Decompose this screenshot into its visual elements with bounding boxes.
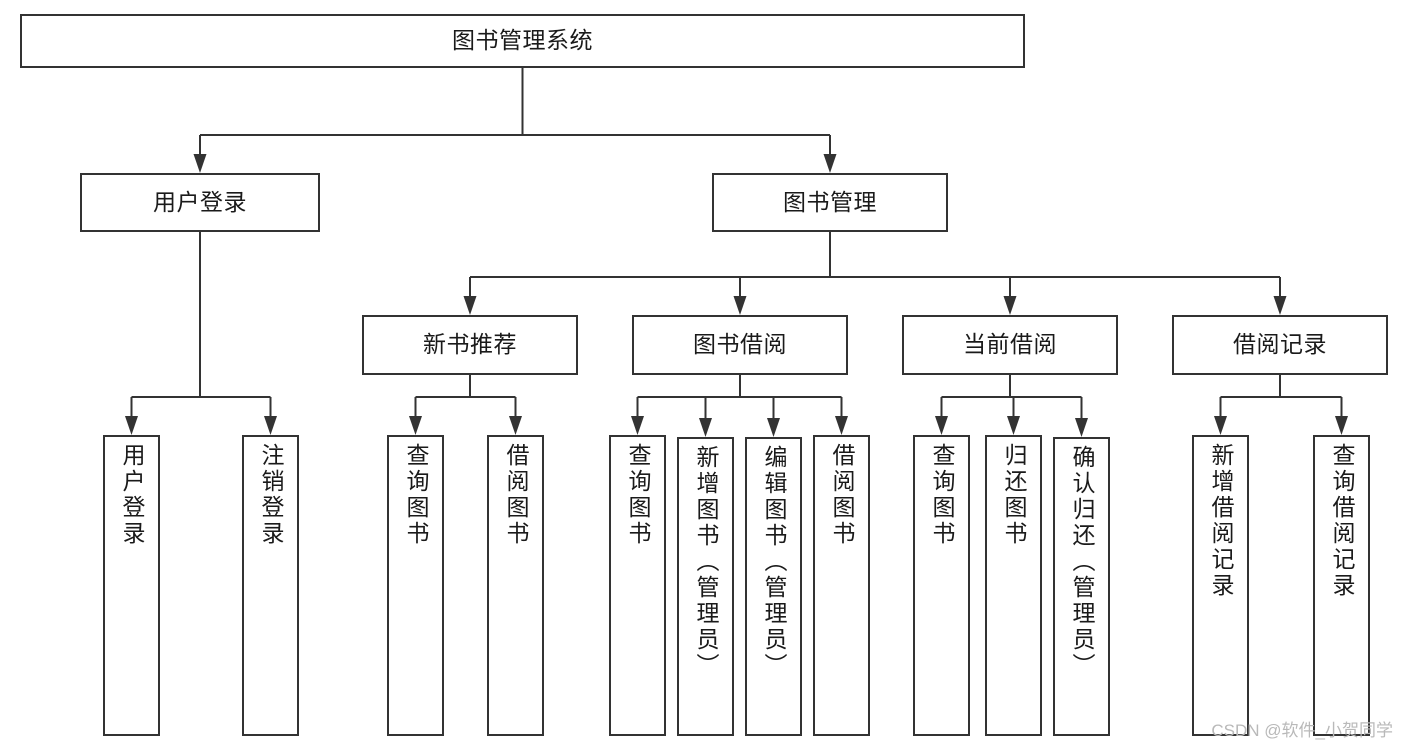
arrowhead-l-bo-lend [835,416,848,435]
node-label-l-logout: 注销登录 [258,443,284,547]
arrowhead-l-re-query [1335,416,1348,435]
node-label-l-cu-return: 归还图书 [1001,443,1027,547]
node-box-l-nb-borrow[interactable]: 借阅图书 [487,435,544,736]
node-box-l-cu-confirm[interactable]: 确认归还（管理员） [1053,437,1110,736]
node-box-l-cu-query[interactable]: 查询图书 [913,435,970,736]
arrowhead-l-bo-edit [767,418,780,437]
node-box-l-logout[interactable]: 注销登录 [242,435,299,736]
node-box-l-nb-query[interactable]: 查询图书 [387,435,444,736]
node-label-l-nb-borrow: 借阅图书 [503,443,529,547]
arrowhead-bookmgmt [823,154,837,173]
arrowhead-l-nb-borrow [509,416,522,435]
arrowhead-newbook [463,296,477,315]
node-label-bookmgmt: 图书管理 [783,188,877,215]
node-label-records: 借阅记录 [1233,331,1327,358]
arrowhead-l-bo-add [699,418,712,437]
arrowhead-l-bo-query [631,416,644,435]
arrowhead-l-cu-return [1007,416,1020,435]
arrowhead-l-login [125,416,138,435]
node-box-bookmgmt[interactable]: 图书管理 [712,173,948,232]
node-box-l-bo-lend[interactable]: 借阅图书 [813,435,870,736]
node-label-l-bo-add: 新增图书（管理员） [693,445,719,679]
node-label-l-nb-query: 查询图书 [403,443,429,547]
node-box-l-bo-query[interactable]: 查询图书 [609,435,666,736]
node-label-root: 图书管理系统 [452,27,593,54]
node-box-login[interactable]: 用户登录 [80,173,320,232]
node-box-l-re-query[interactable]: 查询借阅记录 [1313,435,1370,736]
arrowhead-l-re-add [1214,416,1227,435]
node-label-l-re-query: 查询借阅记录 [1329,443,1355,599]
arrowhead-login [193,154,207,173]
node-box-borrow[interactable]: 图书借阅 [632,315,848,375]
node-box-current[interactable]: 当前借阅 [902,315,1118,375]
node-box-newbook[interactable]: 新书推荐 [362,315,578,375]
node-box-l-login[interactable]: 用户登录 [103,435,160,736]
arrowhead-l-cu-query [935,416,948,435]
arrowhead-l-cu-confirm [1075,418,1088,437]
node-label-newbook: 新书推荐 [423,331,517,358]
node-box-l-bo-edit[interactable]: 编辑图书（管理员） [745,437,802,736]
node-label-l-cu-confirm: 确认归还（管理员） [1069,445,1095,679]
arrowhead-l-nb-query [409,416,422,435]
node-box-l-bo-add[interactable]: 新增图书（管理员） [677,437,734,736]
node-label-l-bo-edit: 编辑图书（管理员） [761,445,787,679]
node-label-l-login: 用户登录 [119,443,145,547]
arrowhead-current [1003,296,1017,315]
node-box-l-re-add[interactable]: 新增借阅记录 [1192,435,1249,736]
node-label-l-bo-query: 查询图书 [625,443,651,547]
node-box-l-cu-return[interactable]: 归还图书 [985,435,1042,736]
arrowhead-records [1273,296,1287,315]
node-box-root[interactable]: 图书管理系统 [20,14,1025,68]
arrowhead-borrow [733,296,747,315]
node-box-records[interactable]: 借阅记录 [1172,315,1388,375]
node-label-l-re-add: 新增借阅记录 [1208,443,1234,599]
node-label-current: 当前借阅 [963,331,1057,358]
node-label-login: 用户登录 [153,188,247,215]
node-label-l-bo-lend: 借阅图书 [829,443,855,547]
node-label-borrow: 图书借阅 [693,331,787,358]
node-label-l-cu-query: 查询图书 [929,443,955,547]
arrowhead-l-logout [264,416,277,435]
